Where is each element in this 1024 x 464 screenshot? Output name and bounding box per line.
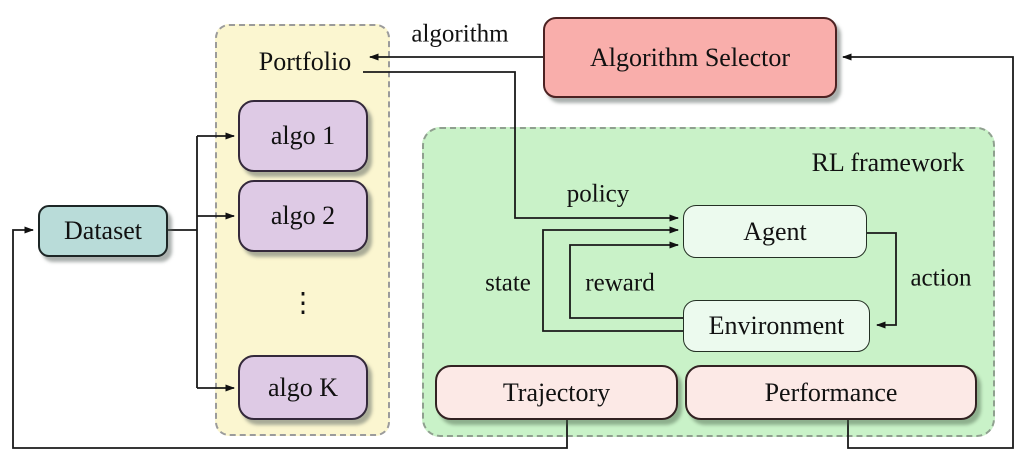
node-algo-1: algo 1 [238,100,368,172]
edge-policy-arrow [363,71,679,222]
algo-ellipsis: ⋮ [289,287,317,318]
rl-framework-title: RL framework [811,148,965,177]
node-performance-label: Performance [764,377,898,407]
edge-performance-to-selector-arrow [842,53,1014,449]
edge-label-algorithm: algorithm [411,20,509,48]
node-algorithm-selector: Algorithm Selector [543,17,837,98]
edge-reward-arrow [569,241,683,319]
edge-dataset-to-branch [168,136,198,388]
edge-label-reward: reward [585,269,655,297]
edge-state-arrow [542,226,683,332]
node-environment-label: Environment [708,311,845,340]
node-algorithm-selector-label: Algorithm Selector [589,42,790,72]
edge-trajectory-to-dataset-arrow [12,226,568,449]
node-dataset: Dataset [38,205,168,257]
node-dataset-label: Dataset [64,216,142,245]
node-algo-2-label: algo 2 [270,201,336,230]
edge-label-policy: policy [566,180,630,208]
node-algo-k-label: algo K [267,372,339,402]
edge-label-action: action [910,264,972,292]
node-agent: Agent [683,205,867,258]
node-algo-2: algo 2 [238,180,368,252]
node-trajectory-label: Trajectory [502,377,611,407]
node-performance: Performance [685,365,977,420]
portfolio-title: Portfolio [258,47,352,76]
edge-label-state: state [485,269,531,297]
node-algo-k: algo K [238,355,368,420]
node-trajectory: Trajectory [435,365,678,420]
node-algo-1-label: algo 1 [270,121,336,150]
node-environment: Environment [683,300,870,352]
node-agent-label: Agent [743,216,807,246]
edge-action-arrow [867,232,897,329]
